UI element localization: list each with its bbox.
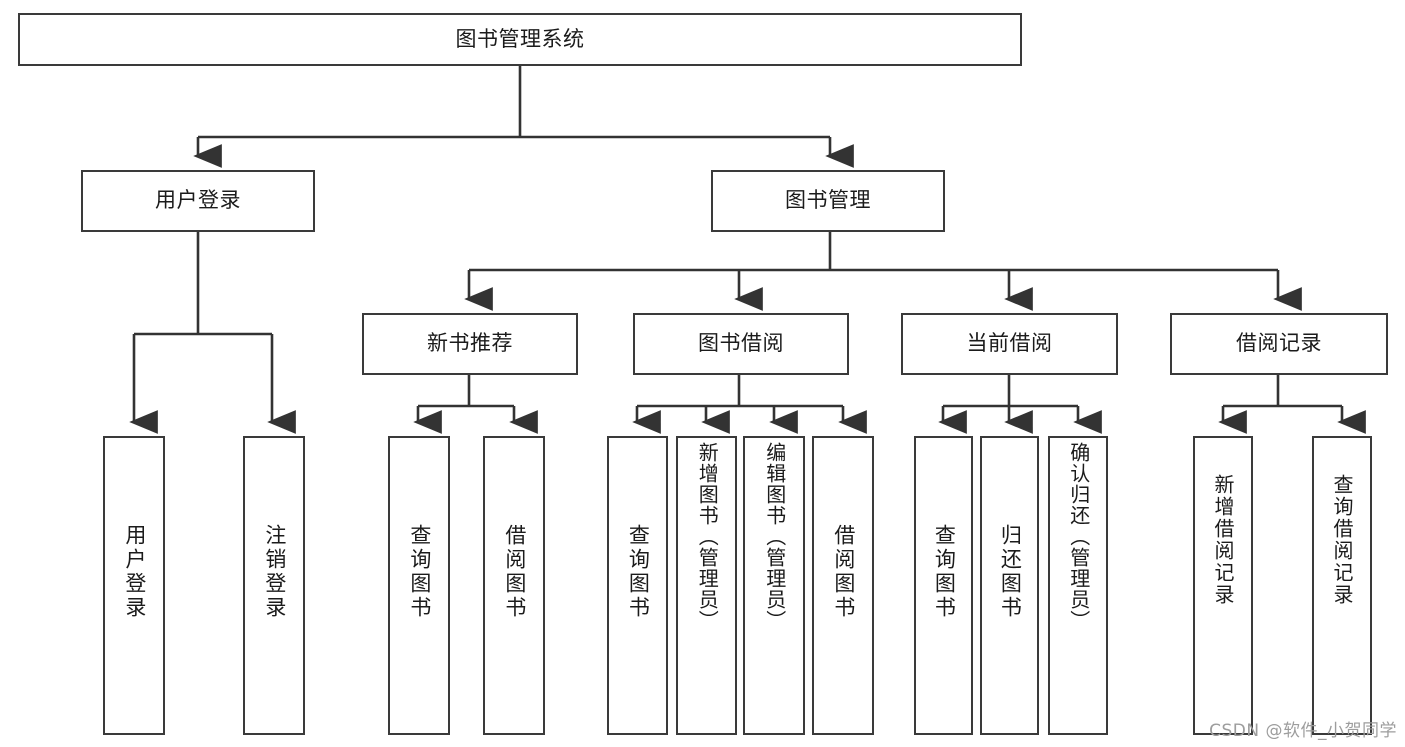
node-leaf-user-login-label: 用户登录 bbox=[122, 524, 147, 620]
node-book-borrow[interactable]: 图书借阅 bbox=[633, 313, 849, 375]
node-user-login-label: 用户登录 bbox=[155, 188, 241, 213]
node-leaf-add-record-label: 新增借阅记录 bbox=[1211, 474, 1235, 606]
node-leaf-user-login[interactable]: 用户登录 bbox=[103, 436, 165, 735]
node-borrow-record-label: 借阅记录 bbox=[1236, 331, 1322, 356]
node-leaf-query-book-3[interactable]: 查询图书 bbox=[914, 436, 973, 735]
watermark: CSDN @软件_小贺同学 bbox=[1209, 721, 1397, 741]
node-leaf-edit-book-label: 编辑图书（管理员） bbox=[762, 442, 787, 631]
node-leaf-add-book[interactable]: 新增图书（管理员） bbox=[676, 436, 737, 735]
node-book-borrow-label: 图书借阅 bbox=[698, 331, 784, 356]
node-current-borrow-label: 当前借阅 bbox=[966, 331, 1053, 356]
node-new-book-recommend-label: 新书推荐 bbox=[427, 331, 513, 356]
node-new-book-recommend[interactable]: 新书推荐 bbox=[362, 313, 578, 375]
node-leaf-borrow-book-2[interactable]: 借阅图书 bbox=[812, 436, 874, 735]
node-root-label: 图书管理系统 bbox=[455, 26, 585, 51]
node-current-borrow[interactable]: 当前借阅 bbox=[901, 313, 1118, 375]
node-leaf-borrow-book-1[interactable]: 借阅图书 bbox=[483, 436, 545, 735]
node-leaf-user-logout-label: 注销登录 bbox=[262, 524, 287, 620]
node-leaf-user-logout[interactable]: 注销登录 bbox=[243, 436, 305, 735]
node-leaf-return-book-label: 归还图书 bbox=[998, 524, 1023, 620]
node-leaf-query-book-1-label: 查询图书 bbox=[407, 524, 432, 620]
node-leaf-query-record[interactable]: 查询借阅记录 bbox=[1312, 436, 1372, 735]
node-leaf-return-book[interactable]: 归还图书 bbox=[980, 436, 1039, 735]
node-leaf-borrow-book-1-label: 借阅图书 bbox=[502, 524, 527, 620]
node-leaf-add-book-label: 新增图书（管理员） bbox=[695, 442, 720, 631]
node-root[interactable]: 图书管理系统 bbox=[18, 13, 1022, 66]
node-book-manage-label: 图书管理 bbox=[785, 188, 871, 213]
node-book-manage[interactable]: 图书管理 bbox=[711, 170, 945, 232]
node-leaf-query-book-2-label: 查询图书 bbox=[626, 524, 651, 620]
node-leaf-edit-book[interactable]: 编辑图书（管理员） bbox=[743, 436, 805, 735]
node-leaf-add-record[interactable]: 新增借阅记录 bbox=[1193, 436, 1253, 735]
node-user-login[interactable]: 用户登录 bbox=[81, 170, 315, 232]
node-leaf-confirm-return-label: 确认归还（管理员） bbox=[1066, 442, 1091, 631]
node-leaf-borrow-book-2-label: 借阅图书 bbox=[831, 524, 856, 620]
node-borrow-record[interactable]: 借阅记录 bbox=[1170, 313, 1388, 375]
node-leaf-query-book-2[interactable]: 查询图书 bbox=[607, 436, 668, 735]
node-leaf-query-book-3-label: 查询图书 bbox=[932, 524, 957, 620]
node-leaf-query-book-1[interactable]: 查询图书 bbox=[388, 436, 450, 735]
node-leaf-confirm-return[interactable]: 确认归还（管理员） bbox=[1048, 436, 1108, 735]
node-leaf-query-record-label: 查询借阅记录 bbox=[1330, 474, 1354, 606]
